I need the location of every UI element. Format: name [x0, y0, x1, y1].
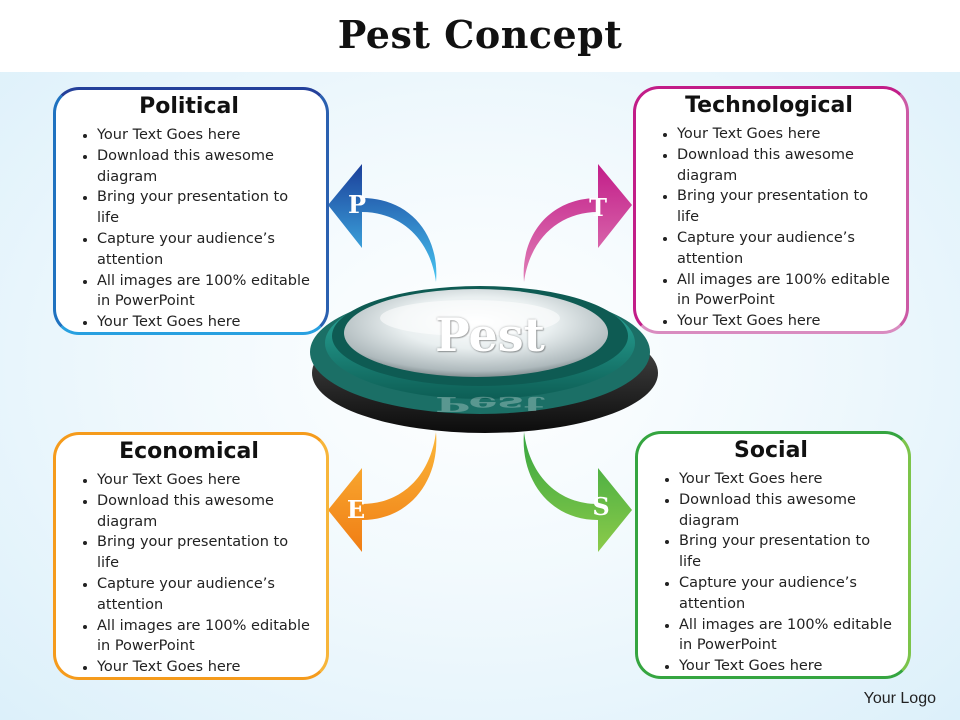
- bullet-item: Bring your presentation to life: [97, 187, 314, 229]
- arrow-technological: [523, 164, 632, 282]
- bullet-item: Your Text Goes here: [97, 657, 314, 678]
- bullet-item: Your Text Goes here: [97, 312, 314, 333]
- arrow-economical: [328, 432, 437, 552]
- arrow-political: [328, 164, 437, 282]
- bullet-item: Bring your presentation to life: [679, 531, 896, 573]
- bullet-item: Bring your presentation to life: [97, 532, 314, 574]
- bullet-item: All images are 100% editable in PowerPoi…: [97, 616, 314, 658]
- social-heading: Social: [734, 438, 808, 463]
- bullet-item: Download this awesome diagram: [679, 490, 896, 532]
- bullet-item: Download this awesome diagram: [677, 145, 894, 187]
- slide-title: Pest Concept: [337, 12, 623, 57]
- political-bullet-list: Your Text Goes here Download this awesom…: [64, 125, 314, 333]
- bullet-item: Your Text Goes here: [677, 124, 894, 145]
- arrow-social: [523, 432, 632, 552]
- social-box: Social Your Text Goes here Download this…: [635, 431, 911, 679]
- bullet-item: Capture your audience’s attention: [97, 574, 314, 616]
- bullet-item: Your Text Goes here: [679, 656, 896, 677]
- center-label: Pest: [435, 308, 545, 362]
- bullet-item: Bring your presentation to life: [677, 186, 894, 228]
- bullet-item: Capture your audience’s attention: [679, 573, 896, 615]
- bullet-item: Your Text Goes here: [97, 470, 314, 491]
- bullet-item: Capture your audience’s attention: [97, 229, 314, 271]
- arrow-letter-p: P: [347, 190, 367, 219]
- center-label-reflection: Pest: [435, 392, 545, 417]
- political-heading: Political: [139, 94, 239, 119]
- technological-bullet-list: Your Text Goes here Download this awesom…: [644, 124, 894, 332]
- bullet-item: All images are 100% editable in PowerPoi…: [679, 615, 896, 657]
- bullet-item: Your Text Goes here: [677, 311, 894, 332]
- economical-box: Economical Your Text Goes here Download …: [53, 432, 329, 680]
- bullet-item: Your Text Goes here: [679, 469, 896, 490]
- bullet-item: Download this awesome diagram: [97, 491, 314, 533]
- bullet-item: Download this awesome diagram: [97, 146, 314, 188]
- arrow-letter-e: E: [346, 495, 366, 524]
- bullet-item: All images are 100% editable in PowerPoi…: [97, 271, 314, 313]
- political-box: Political Your Text Goes here Download t…: [53, 87, 329, 335]
- social-bullet-list: Your Text Goes here Download this awesom…: [646, 469, 896, 677]
- arrow-letter-s: S: [592, 492, 610, 521]
- economical-heading: Economical: [119, 439, 259, 464]
- logo-text: Your Logo: [863, 690, 936, 707]
- arrow-letter-t: T: [589, 193, 607, 222]
- technological-box: Technological Your Text Goes here Downlo…: [633, 86, 909, 334]
- bullet-item: Capture your audience’s attention: [677, 228, 894, 270]
- bullet-item: Your Text Goes here: [97, 125, 314, 146]
- bullet-item: All images are 100% editable in PowerPoi…: [677, 270, 894, 312]
- economical-bullet-list: Your Text Goes here Download this awesom…: [64, 470, 314, 678]
- technological-heading: Technological: [685, 93, 853, 118]
